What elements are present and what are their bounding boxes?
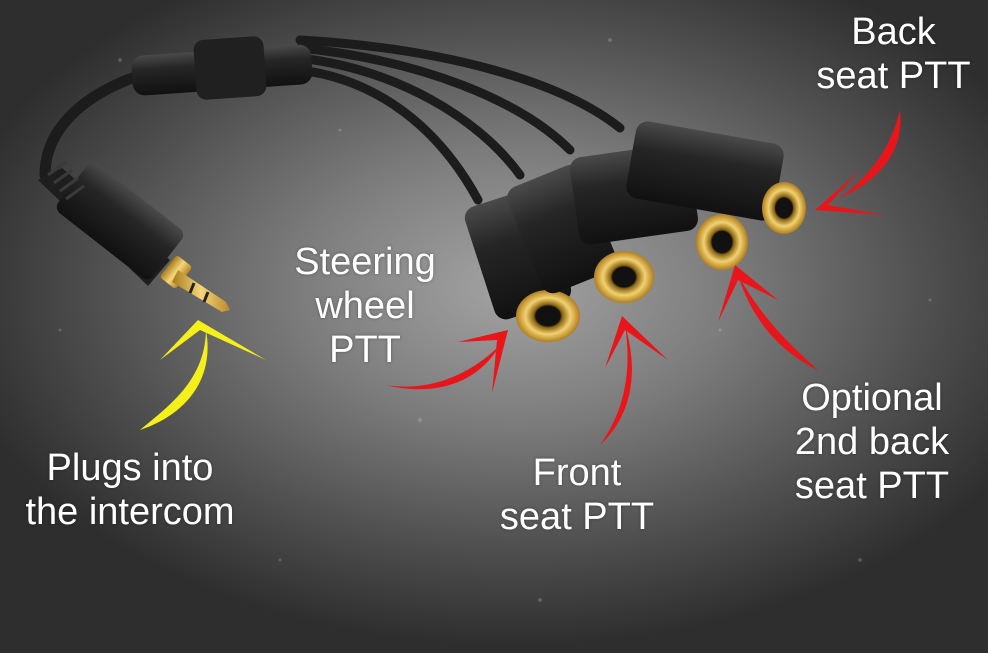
label-plugs-line1: Plugs into	[46, 447, 214, 489]
label-back-seat-line2: seat PTT	[816, 55, 971, 97]
label-back-seat-line1: Back	[851, 11, 936, 53]
label-optional-line1: Optional	[801, 377, 943, 419]
jack-back-seat	[626, 121, 806, 234]
label-optional-back-seat-ptt: Optional 2nd back seat PTT	[778, 376, 966, 508]
label-front-line1: Front	[532, 452, 622, 494]
arrow-to-steering-wheel	[385, 330, 508, 393]
arrow-to-optional-back-seat	[718, 265, 818, 370]
label-back-seat-ptt: Back seat PTT	[806, 10, 981, 98]
label-front-seat-ptt: Front seat PTT	[486, 451, 668, 539]
splitter-cables	[39, 35, 625, 205]
splitter-hub	[131, 36, 313, 100]
label-optional-line3: seat PTT	[794, 465, 950, 507]
arrow-to-plug	[140, 320, 266, 430]
label-plugs-into-intercom: Plugs into the intercom	[5, 446, 255, 534]
label-steering-line2: wheel	[315, 285, 415, 327]
label-steering-wheel-ptt: Steering wheel PTT	[282, 240, 448, 372]
arrow-to-front-seat	[600, 316, 668, 445]
arrow-to-back-seat	[815, 110, 901, 215]
concrete-texture	[58, 38, 932, 602]
label-steering-line1: Steering	[294, 241, 436, 283]
label-plugs-line2: the intercom	[25, 491, 235, 533]
label-steering-line3: PTT	[329, 329, 401, 371]
label-optional-line2: 2nd back	[794, 421, 950, 463]
label-front-line2: seat PTT	[499, 496, 655, 538]
male-plug	[38, 160, 230, 312]
